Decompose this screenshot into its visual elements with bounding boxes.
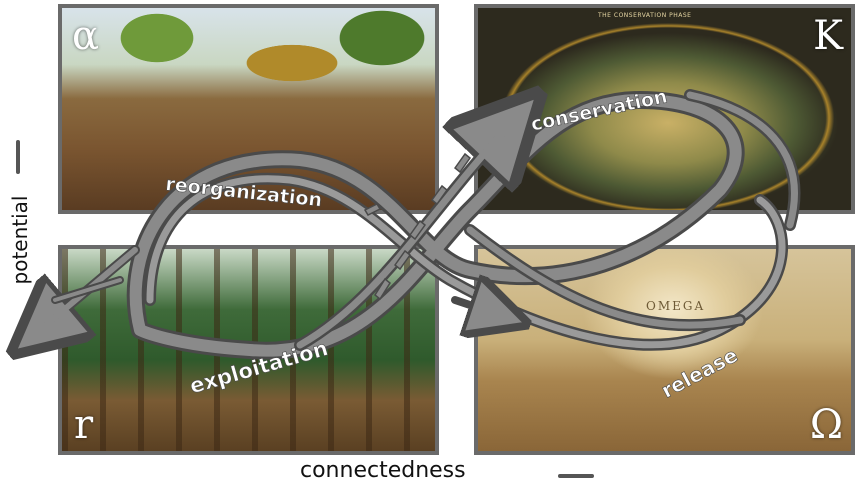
y-axis-arrow-icon — [16, 140, 20, 174]
cycle-band-outer — [126, 90, 745, 360]
y-axis-label: potential — [8, 195, 32, 285]
transition-dashes — [363, 152, 472, 301]
omega-inscription: OMEGA — [646, 299, 706, 313]
omega-symbol: Ω — [809, 402, 843, 448]
k-symbol: K — [813, 13, 843, 59]
x-axis-arrow-icon — [558, 474, 594, 478]
y-axis: potential — [0, 0, 40, 488]
r-symbol: r — [74, 402, 94, 448]
x-axis: connectedness — [300, 458, 620, 488]
x-axis-label: connectedness — [300, 458, 466, 483]
conservation-banner: THE CONSERVATION PHASE — [598, 12, 692, 19]
alpha-symbol: α — [72, 13, 100, 59]
phase-label-release: release — [657, 343, 741, 403]
phase-label-conservation: conservation — [529, 85, 669, 135]
